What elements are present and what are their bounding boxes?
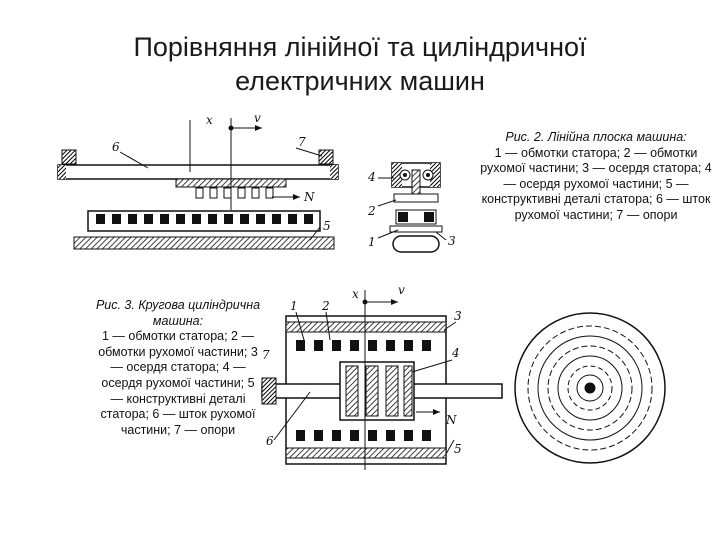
slide-title: Порівняння лінійної та циліндричної елек…	[0, 30, 720, 98]
mover-windings	[195, 187, 274, 199]
figure2-caption: Рис. 2. Лінійна плоска машина: 1 — обмот…	[474, 130, 718, 224]
label-1: 1	[368, 235, 376, 249]
stator-core	[87, 210, 321, 232]
label-2: 2	[367, 204, 376, 218]
stator-windings	[96, 214, 313, 224]
label-v: v	[254, 111, 261, 125]
support-right	[318, 149, 334, 165]
support-left	[261, 377, 277, 405]
stator-base	[73, 236, 335, 250]
label-4: 4	[451, 346, 460, 360]
label-7: 7	[262, 348, 270, 362]
title-line-1: Порівняння лінійної та циліндричної	[133, 32, 587, 62]
label-5: 5	[454, 442, 462, 456]
label-2: 2	[321, 299, 330, 313]
label-x: x	[206, 113, 213, 127]
label-3: 3	[454, 309, 462, 323]
label-1: 1	[290, 299, 298, 313]
title-line-2: електричних машин	[235, 66, 485, 96]
label-x: x	[352, 287, 359, 301]
figure2-caption-title: Рис. 2. Лінійна плоска машина:	[505, 130, 687, 144]
figure3-caption: Рис. 3. Кругова циліндрична машина: 1 — …	[94, 298, 262, 438]
side-view: 4 2 1 3	[367, 162, 456, 253]
cross-section-view	[514, 312, 666, 464]
label-7: 7	[298, 135, 306, 149]
label-3: 3	[448, 234, 456, 248]
label-5: 5	[323, 219, 331, 233]
figure3-cylindrical-machine-diagram: x v N 1 2 3 4 5 6 7	[261, 283, 666, 470]
label-4: 4	[367, 170, 376, 184]
label-n: N	[445, 413, 457, 427]
mover-core-cylinder	[339, 361, 415, 421]
figure3-caption-body: 1 — обмотки статора; 2 — обмотки рухомої…	[98, 329, 258, 437]
figure3-caption-title: Рис. 3. Кругова циліндрична машина:	[95, 298, 261, 328]
figure2-linear-machine-diagram: x v N 6 7 5 4 2 1 3	[57, 111, 456, 253]
stator-windings-top	[296, 340, 431, 351]
support-left	[61, 149, 77, 165]
label-n: N	[303, 190, 315, 204]
label-6: 6	[266, 434, 274, 448]
figure2-caption-body: 1 — обмотки статора; 2 — обмотки рухомої…	[480, 145, 712, 222]
label-6: 6	[112, 140, 120, 154]
moving-rod	[57, 164, 339, 180]
label-v: v	[398, 283, 405, 297]
stator-windings-bottom	[296, 430, 431, 441]
